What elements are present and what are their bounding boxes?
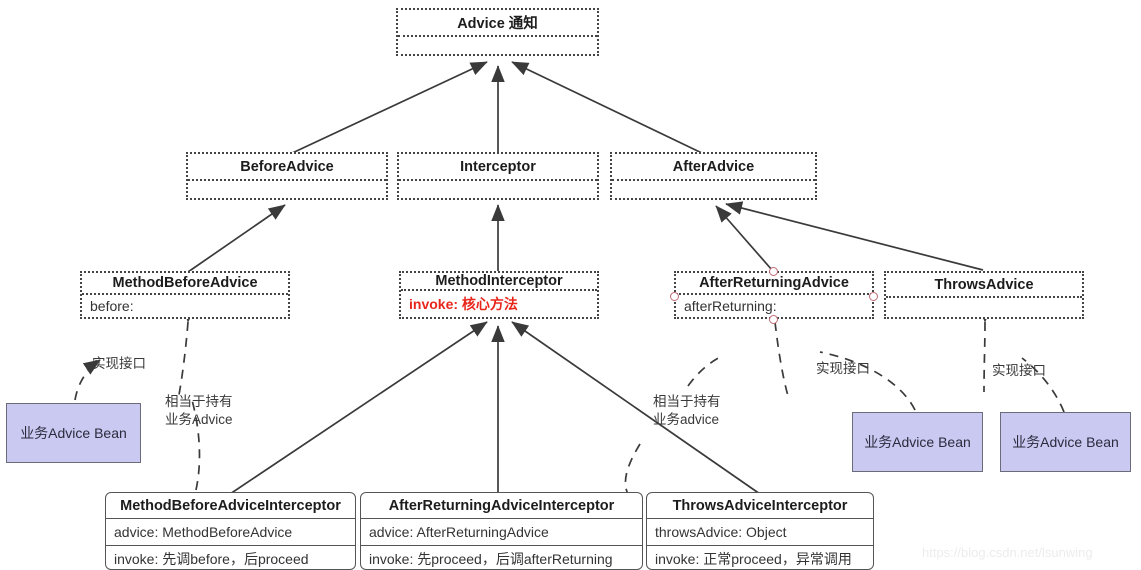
interface-box-throws-advice[interactable]: ThrowsAdvice (884, 271, 1084, 319)
interface-attr-interceptor (399, 181, 597, 187)
class-title-method-before-advice-interceptor: MethodBeforeAdviceInterceptor (106, 493, 355, 519)
class-title-after-returning-advice-interceptor: AfterReturningAdviceInterceptor (361, 493, 642, 519)
interface-attr-method-interceptor: invoke: 核心方法 (409, 296, 518, 312)
interface-title-after-advice: AfterAdvice (612, 154, 815, 181)
note-holds-left-line2: 业务Advice (165, 412, 233, 427)
interface-box-method-before-advice[interactable]: MethodBeforeAdvice before: (80, 271, 290, 319)
interface-title-method-before-advice: MethodBeforeAdvice (82, 273, 288, 295)
bean-box-right[interactable]: 业务Advice Bean (1000, 412, 1131, 472)
class-title-throws-advice-interceptor: ThrowsAdviceInterceptor (647, 493, 873, 519)
interface-title-method-interceptor: MethodInterceptor (401, 273, 597, 291)
interface-title-interceptor: Interceptor (399, 154, 597, 181)
class-box-method-before-advice-interceptor[interactable]: MethodBeforeAdviceInterceptor advice: Me… (105, 492, 356, 570)
interface-box-after-advice[interactable]: AfterAdvice (610, 152, 817, 200)
interface-attr-method-before-advice: before: (90, 298, 134, 314)
class-method-after-returning-advice-interceptor: invoke: 先proceed，后调afterReturning (361, 545, 642, 569)
class-box-after-returning-advice-interceptor[interactable]: AfterReturningAdviceInterceptor advice: … (360, 492, 643, 570)
bean-box-left[interactable]: 业务Advice Bean (6, 403, 141, 463)
note-implements-mid: 实现接口 (816, 361, 870, 376)
class-field-method-before-advice-interceptor: advice: MethodBeforeAdvice (114, 524, 293, 540)
interface-box-advice[interactable]: Advice 通知 (396, 8, 599, 56)
selection-handle-top[interactable] (769, 267, 778, 276)
class-box-throws-advice-interceptor[interactable]: ThrowsAdviceInterceptor throwsAdvice: Ob… (646, 492, 874, 570)
interface-box-method-interceptor[interactable]: MethodInterceptor invoke: 核心方法 (399, 271, 599, 319)
interface-attr-before-advice (188, 181, 386, 187)
interface-box-before-advice[interactable]: BeforeAdvice (186, 152, 388, 200)
interface-attr-after-returning-advice: afterReturning: (684, 298, 777, 314)
bean-label-mid-right: 业务Advice Bean (864, 434, 971, 450)
generalization-edges-top (287, 61, 707, 156)
note-holds-left-line1: 相当于持有 (165, 394, 233, 409)
selection-handle-right[interactable] (869, 292, 878, 301)
class-method-method-before-advice-interceptor: invoke: 先调before，后proceed (106, 545, 355, 569)
bean-box-mid-right[interactable]: 业务Advice Bean (852, 412, 983, 472)
selection-handle-left[interactable] (670, 292, 679, 301)
class-field-after-returning-advice-interceptor: advice: AfterReturningAdvice (369, 524, 549, 540)
note-implements-right: 实现接口 (992, 363, 1046, 378)
interface-box-after-returning-advice[interactable]: AfterReturningAdvice afterReturning: (674, 271, 874, 319)
interface-title-advice: Advice 通知 (398, 10, 597, 37)
bean-label-right: 业务Advice Bean (1012, 434, 1119, 450)
interface-attr-after-advice (612, 181, 815, 187)
selection-handle-bottom[interactable] (769, 315, 778, 324)
generalization-edges-middle (187, 201, 984, 273)
interface-attr-advice (398, 37, 597, 43)
interface-title-throws-advice: ThrowsAdvice (886, 273, 1082, 298)
bean-label-left: 业务Advice Bean (20, 425, 127, 441)
note-implements-left: 实现接口 (92, 356, 146, 371)
note-holds-mid-line1: 相当于持有 (653, 394, 721, 409)
watermark-text: https://blog.csdn.net/lsunwing (922, 545, 1093, 560)
interface-box-interceptor[interactable]: Interceptor (397, 152, 599, 200)
note-holds-mid-line2: 业务advice (653, 412, 720, 427)
interface-title-after-returning-advice: AfterReturningAdvice (676, 273, 872, 295)
interface-title-before-advice: BeforeAdvice (188, 154, 386, 181)
class-field-throws-advice-interceptor: throwsAdvice: Object (655, 524, 787, 540)
class-method-throws-advice-interceptor: invoke: 正常proceed，异常调用 (647, 545, 873, 569)
interface-attr-throws-advice (886, 298, 1082, 304)
